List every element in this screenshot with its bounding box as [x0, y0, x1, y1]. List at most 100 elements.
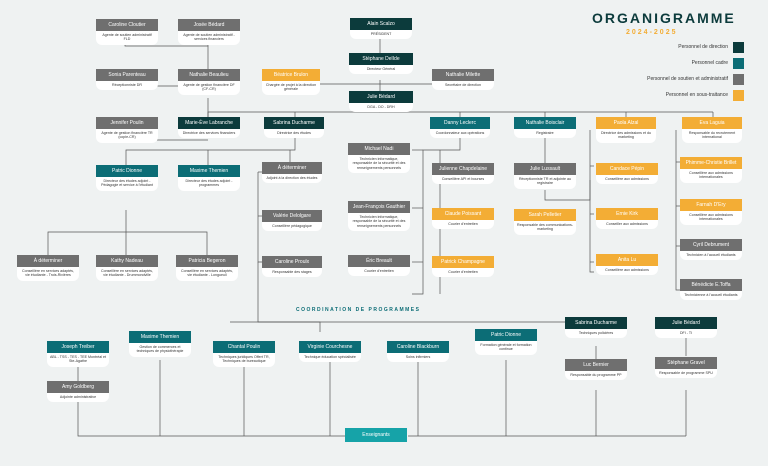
- node-name: Maxime Themien: [129, 331, 191, 343]
- node-role: Formation générale et formation continue: [475, 341, 537, 355]
- node-responsable-pp: Luc Bernier Responsable du programme PP: [565, 359, 627, 381]
- node-name: Sabrina Ducharme: [565, 317, 627, 329]
- node-de-adjoint-programmes: Maxime Themien Directeur des études adjo…: [178, 165, 240, 191]
- node-role: Soins infirmiers: [387, 353, 449, 363]
- node-technicien-informatique-1: Michael Nadi Technicien informatique, re…: [348, 143, 410, 174]
- node-role: ABL - TSS - TES - TEE Montréal et Ste-Ag…: [47, 353, 109, 367]
- node-name: Amy Goldberg: [47, 381, 109, 393]
- node-name: Stéphane Gravel: [655, 357, 717, 369]
- node-name: Sonia Parenteau: [96, 69, 158, 81]
- node-name: Patricia Begeron: [176, 255, 238, 267]
- node-role: Conseillère aux admissions international…: [680, 169, 742, 183]
- node-name: Anita Lu: [596, 254, 658, 266]
- node-role: Directeur des études adjoint - programme…: [178, 177, 240, 191]
- node-role: Courier d'entretien: [432, 268, 494, 278]
- node-name: Joseph Treiber: [47, 341, 109, 353]
- node-services-adaptes-tr: À déterminer Conseillère en services ada…: [17, 255, 79, 281]
- node-name: Nathalie Beaulieu: [178, 69, 240, 81]
- node-role: Technicienne à l'accueil étudiants: [680, 291, 742, 301]
- node-secretaire: Nathalie Milette Secrétaire de direction: [432, 69, 494, 91]
- node-role: Agente de soutien administratif FLD: [96, 31, 158, 45]
- node-courier-entretien-2: Claude Poissant Courier d'entretien: [432, 208, 494, 230]
- node-responsable-spu: Stéphane Gravel Responsable de programme…: [655, 357, 717, 379]
- node-coord-dfi: Julie Bédard DFI - TI: [655, 317, 717, 339]
- node-name: À déterminer: [262, 162, 322, 174]
- node-coord-abl: Joseph Treiber ABL - TSS - TES - TEE Mon…: [47, 341, 109, 367]
- node-conseillere-pedagogique: Valérie Delolgare Conseillère pédagogiqu…: [262, 210, 322, 232]
- legend-swatch: [733, 58, 744, 69]
- node-name: Caroline Blackburn: [387, 341, 449, 353]
- node-coord-commerce: Maxime Themien Gestion de commerces et t…: [129, 331, 191, 357]
- node-role: Agente de gestion financière DF (CF-CR): [178, 81, 240, 95]
- node-role: Conseillère API et bourses: [432, 175, 494, 185]
- node-role: Conseillère pédagogique: [262, 222, 322, 232]
- node-admissions-marketing: Paola Alzal Directrice des admissions et…: [596, 117, 656, 143]
- node-soutien-finances: Josée Bédard Agente de soutien administr…: [178, 19, 240, 45]
- node-role: Conseillère en services adaptés, vie étu…: [176, 267, 238, 281]
- node-direction-finances: Marie-Ève Labranche Directrice des servi…: [178, 117, 240, 139]
- node-name: Phimme-Christie Brillet: [680, 157, 742, 169]
- legend-label: Personnel de soutien et administratif: [647, 76, 728, 82]
- node-name: Valérie Delolgare: [262, 210, 322, 222]
- node-role: Conseillère en services adaptés, vie étu…: [17, 267, 79, 281]
- node-name: Éric Breault: [348, 255, 410, 267]
- node-dga: Julie Bédard DGA - DO - DRH: [349, 91, 413, 113]
- node-gestion-financiere-tr: Jennifer Poulin Agente de gestion financ…: [96, 117, 158, 143]
- node-name: Sabrina Ducharme: [264, 117, 324, 129]
- node-role: Conseiller aux admissions: [596, 220, 658, 230]
- node-name: Maxime Themien: [178, 165, 240, 177]
- node-de-adjoint-pedagogie: Patric Dionne Directeur des études adjoi…: [96, 165, 158, 191]
- node-name: Claude Poissant: [432, 208, 494, 220]
- node-role: Technique éducation spécialisée: [299, 353, 361, 363]
- page-title: ORGANIGRAMME: [592, 10, 736, 26]
- node-name: Julie Bédard: [655, 317, 717, 329]
- node-name: Cyril Debrument: [680, 239, 742, 251]
- node-name: Michael Nadi: [348, 143, 410, 155]
- node-role: DFI - TI: [655, 329, 717, 339]
- node-name: Jennifer Poulin: [96, 117, 158, 129]
- node-name: Marie-Ève Labranche: [178, 117, 240, 129]
- node-reception-tr: Julie Lussault Réceptionniste TR et adjo…: [514, 163, 576, 189]
- node-role: DGA - DO - DRH: [349, 103, 413, 113]
- node-coord-education-specialisee: Virginie Courchesne Technique éducation …: [299, 341, 361, 363]
- node-technicien-informatique-2: Jean-François Gauthier Technicien inform…: [348, 201, 410, 232]
- node-name: Jean-François Gauthier: [348, 201, 410, 213]
- node-name: Enseignants: [345, 428, 407, 442]
- legend-label: Personnel de direction: [678, 44, 728, 50]
- node-conseillere-api: Julienne Chapdelaine Conseillère API et …: [432, 163, 494, 185]
- node-operations: Danny Leclerc Coordonnateur aux opératio…: [430, 117, 490, 139]
- node-coord-soins-infirmiers: Caroline Blackburn Soins infirmiers: [387, 341, 449, 363]
- node-role: Courier d'entretien: [348, 267, 410, 277]
- node-accueil-etudiants-1: Cyril Debrument Technicien à l'accueil é…: [680, 239, 742, 261]
- node-name: Patrick Champagne: [432, 256, 494, 268]
- node-role: Réceptionniste DR: [96, 81, 158, 91]
- node-gestion-financiere-df: Nathalie Beaulieu Agente de gestion fina…: [178, 69, 240, 95]
- node-coord-formation-generale: Patric Dionne Formation générale et form…: [475, 329, 537, 355]
- node-recrutement-international: Eva Laguia Responsable du recrutement in…: [682, 117, 742, 143]
- node-role: Responsable des communications-marketing: [514, 221, 576, 235]
- legend-swatch: [733, 74, 744, 85]
- section-title: COORDINATION DE PROGRAMMES: [296, 307, 421, 313]
- node-direction-etudes: Sabrina Ducharme Directrice des études: [264, 117, 324, 139]
- node-role: Directrice des admissions et du marketin…: [596, 129, 656, 143]
- legend-item-sous-traitance: Personnel en sous-traitance: [600, 90, 744, 101]
- node-registraire: Nathalie Boisclair Registraire: [514, 117, 576, 139]
- node-name: Bénédicte E.Toffa: [680, 279, 742, 291]
- node-name: Julienne Chapdelaine: [432, 163, 494, 175]
- node-role: Conseillère aux admissions: [596, 266, 658, 276]
- node-name: Farnah D'Ery: [680, 199, 742, 211]
- node-name: Sarah Pelletier: [514, 209, 576, 221]
- node-coord-juridique: Chantal Poulin Techniques juridiques Off…: [213, 341, 275, 367]
- node-reception-dr: Sonia Parenteau Réceptionniste DR: [96, 69, 158, 91]
- node-role: Responsable du recrutement international: [682, 129, 742, 143]
- node-role: Directrice des études: [264, 129, 324, 139]
- node-role: Technicien informatique, responsable de …: [348, 213, 410, 232]
- node-name: Alain Scalzo: [350, 18, 412, 30]
- node-role: Conseillère aux admissions: [596, 175, 658, 185]
- node-courier-entretien-1: Éric Breault Courier d'entretien: [348, 255, 410, 277]
- node-role: Gestion de commerces et techniques de ph…: [129, 343, 191, 357]
- node-responsable-stages: Caroline Proulx Responsable des stages: [262, 256, 322, 278]
- legend-swatch: [733, 90, 744, 101]
- node-name: Stéphane DelIde: [349, 53, 413, 65]
- node-role: Responsable du programme PP: [565, 371, 627, 381]
